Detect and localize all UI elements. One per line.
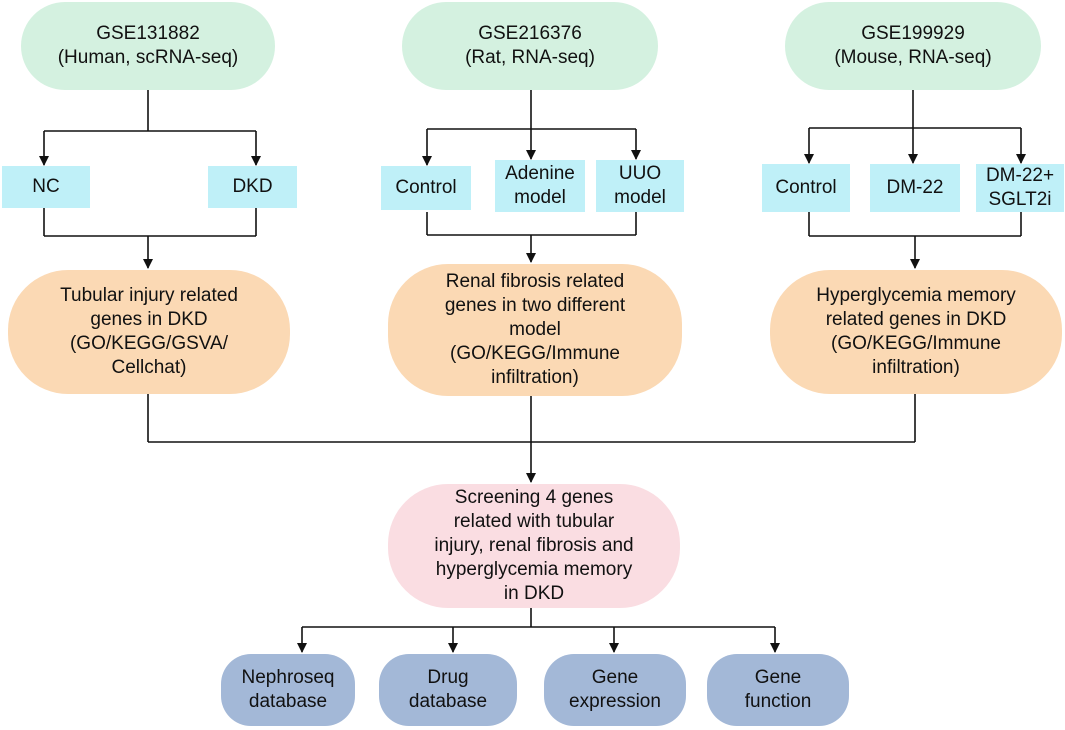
analysis-line: Cellchat): [111, 357, 187, 378]
output-line: expression: [569, 691, 661, 712]
group-uuo-model: UUO model: [596, 160, 684, 212]
analysis-line: related genes in DKD: [825, 309, 1007, 330]
output-line: Gene: [754, 667, 802, 688]
group-label: SGLT2i: [988, 189, 1052, 210]
analysis-hyperglycemia-memory: Hyperglycemia memory related genes in DK…: [770, 270, 1062, 394]
group-label: DM-22: [886, 177, 944, 198]
dataset-gse131882: GSE131882 (Human, scRNA-seq): [21, 2, 275, 90]
output-line: database: [248, 691, 328, 712]
dataset-id: GSE216376: [478, 23, 582, 44]
screening-line: in DKD: [503, 583, 565, 604]
output-line: function: [744, 691, 812, 712]
analysis-line: (GO/KEGG/Immune: [831, 333, 1001, 354]
group-dm22-sglt2i: DM-22+ SGLT2i: [976, 164, 1064, 212]
group-label: Control: [395, 177, 457, 198]
screening-line: related with tubular: [453, 511, 615, 532]
group-label: model: [614, 187, 666, 208]
analysis-line: genes in DKD: [90, 309, 208, 330]
dataset-subtitle: (Rat, RNA-seq): [465, 47, 595, 68]
analysis-line: infiltration): [491, 367, 579, 388]
analysis-tubular-injury: Tubular injury related genes in DKD (GO/…: [8, 270, 290, 394]
analysis-line: infiltration): [872, 357, 960, 378]
group-label: DKD: [232, 176, 273, 197]
group-label: DM-22+: [985, 165, 1055, 186]
screening-line: injury, renal fibrosis and: [434, 535, 634, 556]
screening-line: hyperglycemia memory: [435, 559, 633, 580]
analysis-line: (GO/KEGG/GSVA/: [69, 333, 228, 354]
analysis-line: Hyperglycemia memory: [816, 285, 1016, 306]
output-gene-expression: Gene expression: [544, 654, 686, 726]
screening-box: Screening 4 genes related with tubular i…: [388, 484, 680, 608]
output-line: Nephroseq: [241, 667, 335, 688]
output-line: database: [408, 691, 488, 712]
output-line: Drug: [427, 667, 469, 688]
dataset-gse199929: GSE199929 (Mouse, RNA-seq): [785, 2, 1041, 90]
output-nephroseq-database: Nephroseq database: [221, 654, 355, 726]
analysis-renal-fibrosis: Renal fibrosis related genes in two diff…: [388, 264, 682, 396]
analysis-line: model: [509, 319, 561, 340]
group-adenine-model: Adenine model: [495, 160, 585, 212]
dataset-id: GSE131882: [96, 23, 200, 44]
dataset-id: GSE199929: [861, 23, 965, 44]
analysis-line: Renal fibrosis related: [445, 271, 625, 292]
group-label: model: [514, 187, 566, 208]
group-label: UUO: [618, 163, 662, 184]
group-dm22: DM-22: [870, 164, 960, 212]
output-drug-database: Drug database: [379, 654, 517, 726]
analysis-line: (GO/KEGG/Immune: [450, 343, 620, 364]
group-nc: NC: [2, 166, 90, 208]
group-label: Adenine: [505, 163, 575, 184]
screening-line: Screening 4 genes: [454, 487, 614, 508]
group-dkd: DKD: [208, 166, 297, 208]
output-line: Gene: [591, 667, 639, 688]
group-mouse-control: Control: [762, 164, 850, 212]
output-gene-function: Gene function: [707, 654, 849, 726]
analysis-line: Tubular injury related: [60, 285, 238, 306]
group-label: Control: [775, 177, 837, 198]
group-label: NC: [32, 176, 60, 197]
analysis-line: genes in two different: [444, 295, 626, 316]
group-rat-control: Control: [381, 166, 471, 210]
dataset-subtitle: (Mouse, RNA-seq): [834, 47, 992, 68]
dataset-subtitle: (Human, scRNA-seq): [57, 47, 239, 68]
dataset-gse216376: GSE216376 (Rat, RNA-seq): [402, 2, 658, 90]
